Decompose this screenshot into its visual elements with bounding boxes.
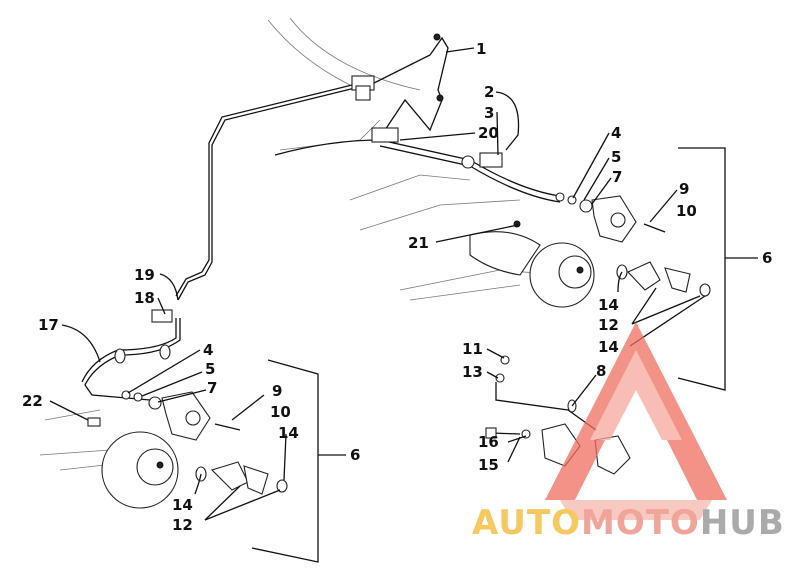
watermark-moto: MOTO: [580, 503, 700, 543]
callout-9-left: 9: [272, 382, 282, 400]
left-caliper-assembly: [81, 309, 288, 509]
callout-16: 16: [478, 433, 499, 451]
callout-7-right: 7: [612, 168, 622, 186]
callout-5-left: 5: [205, 360, 215, 378]
callout-4-left: 4: [203, 341, 213, 359]
group-bracket-right: [677, 147, 758, 391]
watermark-logo: [545, 322, 727, 520]
callout-14-right-upper: 14: [598, 296, 619, 314]
callout-10-left: 10: [270, 403, 291, 421]
callout-15: 15: [478, 456, 499, 474]
callout-21: 21: [408, 234, 429, 252]
group-bracket-left: [251, 359, 346, 563]
callout-5-right: 5: [611, 148, 621, 166]
callout-20: 20: [478, 124, 499, 142]
junction-block: [351, 33, 444, 102]
callout-9-right: 9: [679, 180, 689, 198]
watermark-text: AUTOMOTOHUB: [472, 503, 785, 543]
leader-lines: [49, 47, 706, 521]
callout-1: 1: [476, 40, 486, 58]
callout-labels: 1 2 3 20 4 5 7 9 10 6 21 14 12 14 11 13 …: [22, 40, 772, 534]
callout-12-right: 12: [598, 316, 619, 334]
callout-2: 2: [484, 83, 494, 101]
callout-19: 19: [134, 266, 155, 284]
callout-11: 11: [462, 340, 483, 358]
callout-10-right: 10: [676, 202, 697, 220]
callout-14-left-upper: 14: [278, 424, 299, 442]
callout-17: 17: [38, 316, 59, 334]
right-caliper-assembly: [274, 127, 711, 308]
callout-14-right-lower: 14: [598, 338, 619, 356]
brake-line: [175, 36, 449, 301]
watermark-auto: AUTO: [472, 503, 581, 543]
callout-13: 13: [462, 363, 483, 381]
watermark-hub: HUB: [699, 503, 785, 543]
callout-18: 18: [134, 289, 155, 307]
callout-12-left: 12: [172, 516, 193, 534]
callout-7-left: 7: [207, 379, 217, 397]
callout-14-left-lower: 14: [172, 496, 193, 514]
callout-4-right: 4: [611, 124, 621, 142]
callout-8: 8: [596, 362, 606, 380]
callout-6-right: 6: [762, 249, 772, 267]
callout-6-left: 6: [350, 446, 360, 464]
callout-3: 3: [484, 104, 494, 122]
callout-22: 22: [22, 392, 43, 410]
